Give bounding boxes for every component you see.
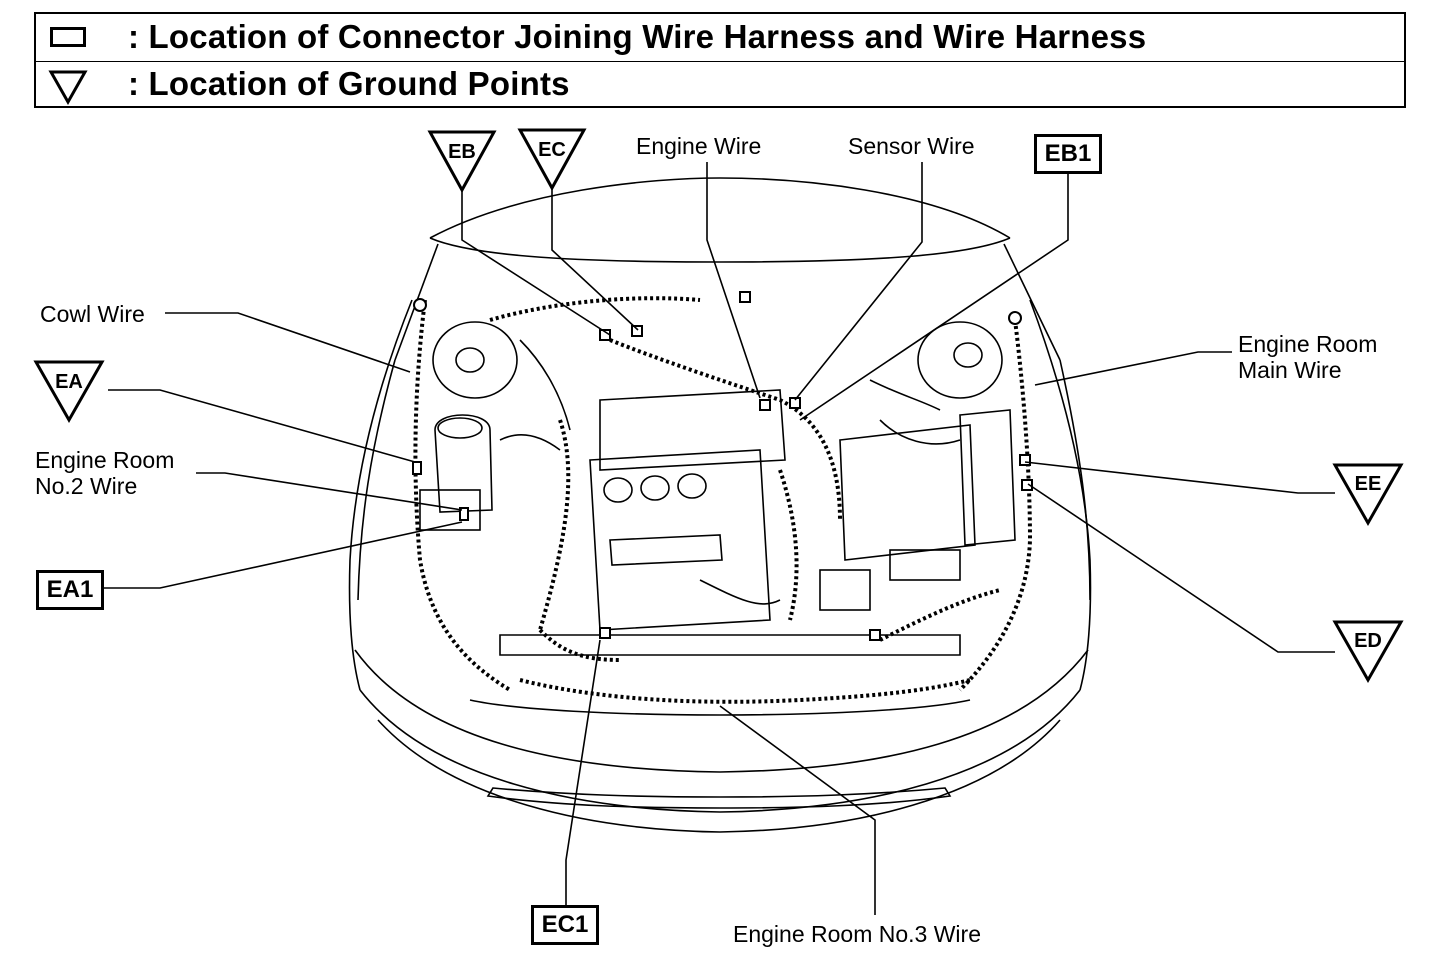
ground-point-ed: ED: [1332, 620, 1404, 684]
engine-room-main-wire-label-2: Main Wire: [1238, 357, 1342, 383]
ground-point-eb: EB: [427, 130, 497, 194]
ground-point-ec-label: EC: [538, 139, 566, 161]
ground-point-ea: EA: [33, 360, 105, 424]
ground-point-ea-label: EA: [55, 371, 83, 393]
engine-room-no3-wire-label: Engine Room No.3 Wire: [733, 921, 981, 947]
ground-point-ec: EC: [517, 128, 587, 192]
ground-symbol-icon: [48, 70, 88, 105]
engine-room-main-wire-label-1: Engine Room: [1238, 331, 1378, 357]
connector-symbol-icon: [50, 27, 86, 47]
legend: : Location of Connector Joining Wire Har…: [34, 12, 1406, 108]
connector-ec1: EC1: [531, 905, 599, 945]
connector-eb1: EB1: [1034, 134, 1102, 174]
vehicle-outline: [348, 177, 1092, 833]
ground-point-eb-label: EB: [448, 141, 476, 163]
engine-wire-label: Engine Wire: [636, 133, 762, 159]
connector-ea1: EA1: [36, 570, 104, 610]
legend-row-connector: : Location of Connector Joining Wire Har…: [36, 14, 1404, 62]
ground-point-ed-label: ED: [1354, 630, 1382, 652]
engine-room-no2-wire-label-1: Engine Room: [35, 447, 175, 473]
cowl-wire-label: Cowl Wire: [40, 301, 145, 327]
legend-ground-text: : Location of Ground Points: [128, 65, 570, 102]
wire-harness-paths: [413, 296, 1033, 704]
legend-connector-text: : Location of Connector Joining Wire Har…: [128, 18, 1147, 55]
leader-lines: [104, 162, 1335, 915]
ground-point-ee-label: EE: [1355, 473, 1382, 495]
sensor-wire-label: Sensor Wire: [848, 133, 975, 159]
connector-markers: [412, 291, 1033, 641]
ground-point-ee: EE: [1332, 463, 1404, 527]
legend-row-ground: : Location of Ground Points: [36, 62, 1404, 109]
engine-room-no2-wire-label-2: No.2 Wire: [35, 473, 138, 499]
